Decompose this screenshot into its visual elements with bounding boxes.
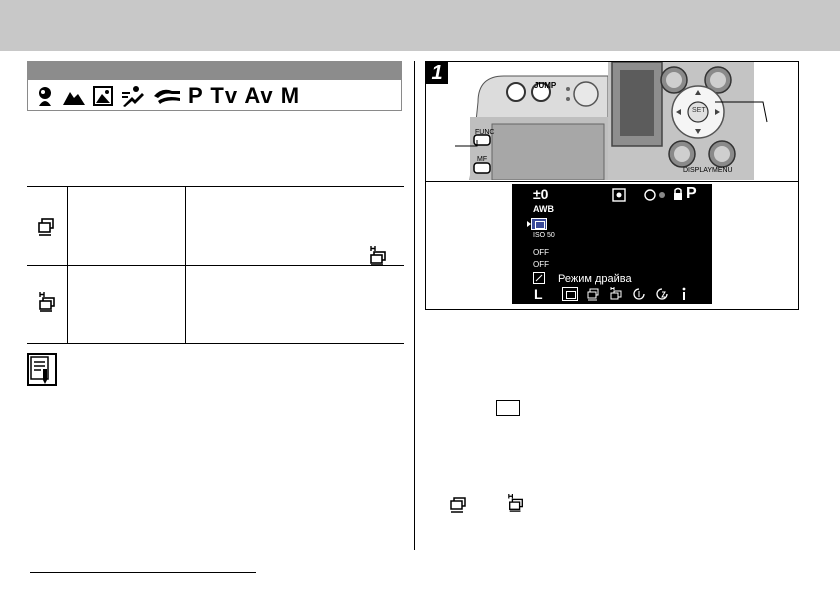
- fast-shutter-mode-icon: [122, 86, 144, 107]
- mf-button-label: MF: [477, 156, 488, 163]
- landscape-mode-icon: [63, 92, 85, 105]
- lcd-shooting-mode: P: [686, 185, 697, 202]
- table-divider-1: [67, 186, 68, 343]
- step-number: 1: [426, 62, 448, 84]
- lcd-option-high-speed: [610, 287, 622, 300]
- note-icon: [27, 353, 57, 386]
- single-shot-icon-inline: [496, 400, 520, 416]
- table-bottom-rule: [27, 343, 404, 344]
- footnote-rule: [30, 572, 256, 573]
- lcd-screen: [512, 184, 712, 304]
- lcd-setting-off-1: OFF: [533, 248, 549, 257]
- callout-lines: [455, 101, 768, 147]
- lcd-setting-off-2: OFF: [533, 260, 549, 269]
- continuous-icon-inline: [450, 497, 466, 513]
- lcd-option-continuous: [587, 288, 599, 301]
- continuous-shooting-icon: [38, 218, 54, 236]
- set-button-label: SET: [692, 107, 706, 114]
- figure-separator: [425, 181, 799, 182]
- display-button-label: DISPLAY: [683, 167, 713, 174]
- lcd-option-timer-10s: [633, 288, 645, 300]
- portrait-mode-icon: [39, 87, 51, 106]
- high-speed-icon-inline: [508, 494, 523, 512]
- high-speed-continuous-icon-inline: [370, 246, 386, 266]
- mode-availability-header: [27, 61, 402, 80]
- lock-icon: [674, 187, 682, 200]
- lcd-resolution: L: [534, 286, 543, 302]
- menu-button-label: MENU: [712, 167, 733, 174]
- table-divider-2: [185, 186, 186, 343]
- jump-button-label: JUMP: [534, 81, 557, 90]
- lcd-exposure-value: ±0: [533, 186, 549, 202]
- column-divider: [414, 61, 415, 550]
- lcd-drive-mode-selected: [531, 218, 547, 230]
- slow-shutter-mode-icon: [154, 89, 180, 104]
- high-speed-continuous-icon: [39, 292, 55, 312]
- lcd-option-timer-2s: [656, 288, 668, 300]
- lcd-iso: ISO 50: [533, 232, 555, 239]
- lcd-top-status-icons: [612, 188, 665, 202]
- night-scene-mode-icon: [93, 86, 113, 106]
- header-band: [0, 0, 840, 51]
- camera-back-illustration: [448, 62, 760, 180]
- lcd-option-single: [562, 287, 578, 301]
- lcd-caption: Режим драйва: [558, 273, 632, 285]
- lcd-flash-comp-icon: [533, 272, 545, 284]
- mode-icon-row: P Tv Av M: [34, 83, 300, 109]
- func-button-label: FUNC: [475, 129, 495, 136]
- table-middle-rule: [27, 265, 404, 266]
- table-top-rule: [27, 186, 404, 187]
- mode-availability-strip: [27, 80, 402, 111]
- mode-letters: P Tv Av M: [188, 83, 301, 108]
- lcd-white-balance: AWB: [533, 204, 554, 214]
- lcd-menu-cursor: [527, 221, 531, 227]
- lcd-option-custom-timer: [682, 287, 686, 300]
